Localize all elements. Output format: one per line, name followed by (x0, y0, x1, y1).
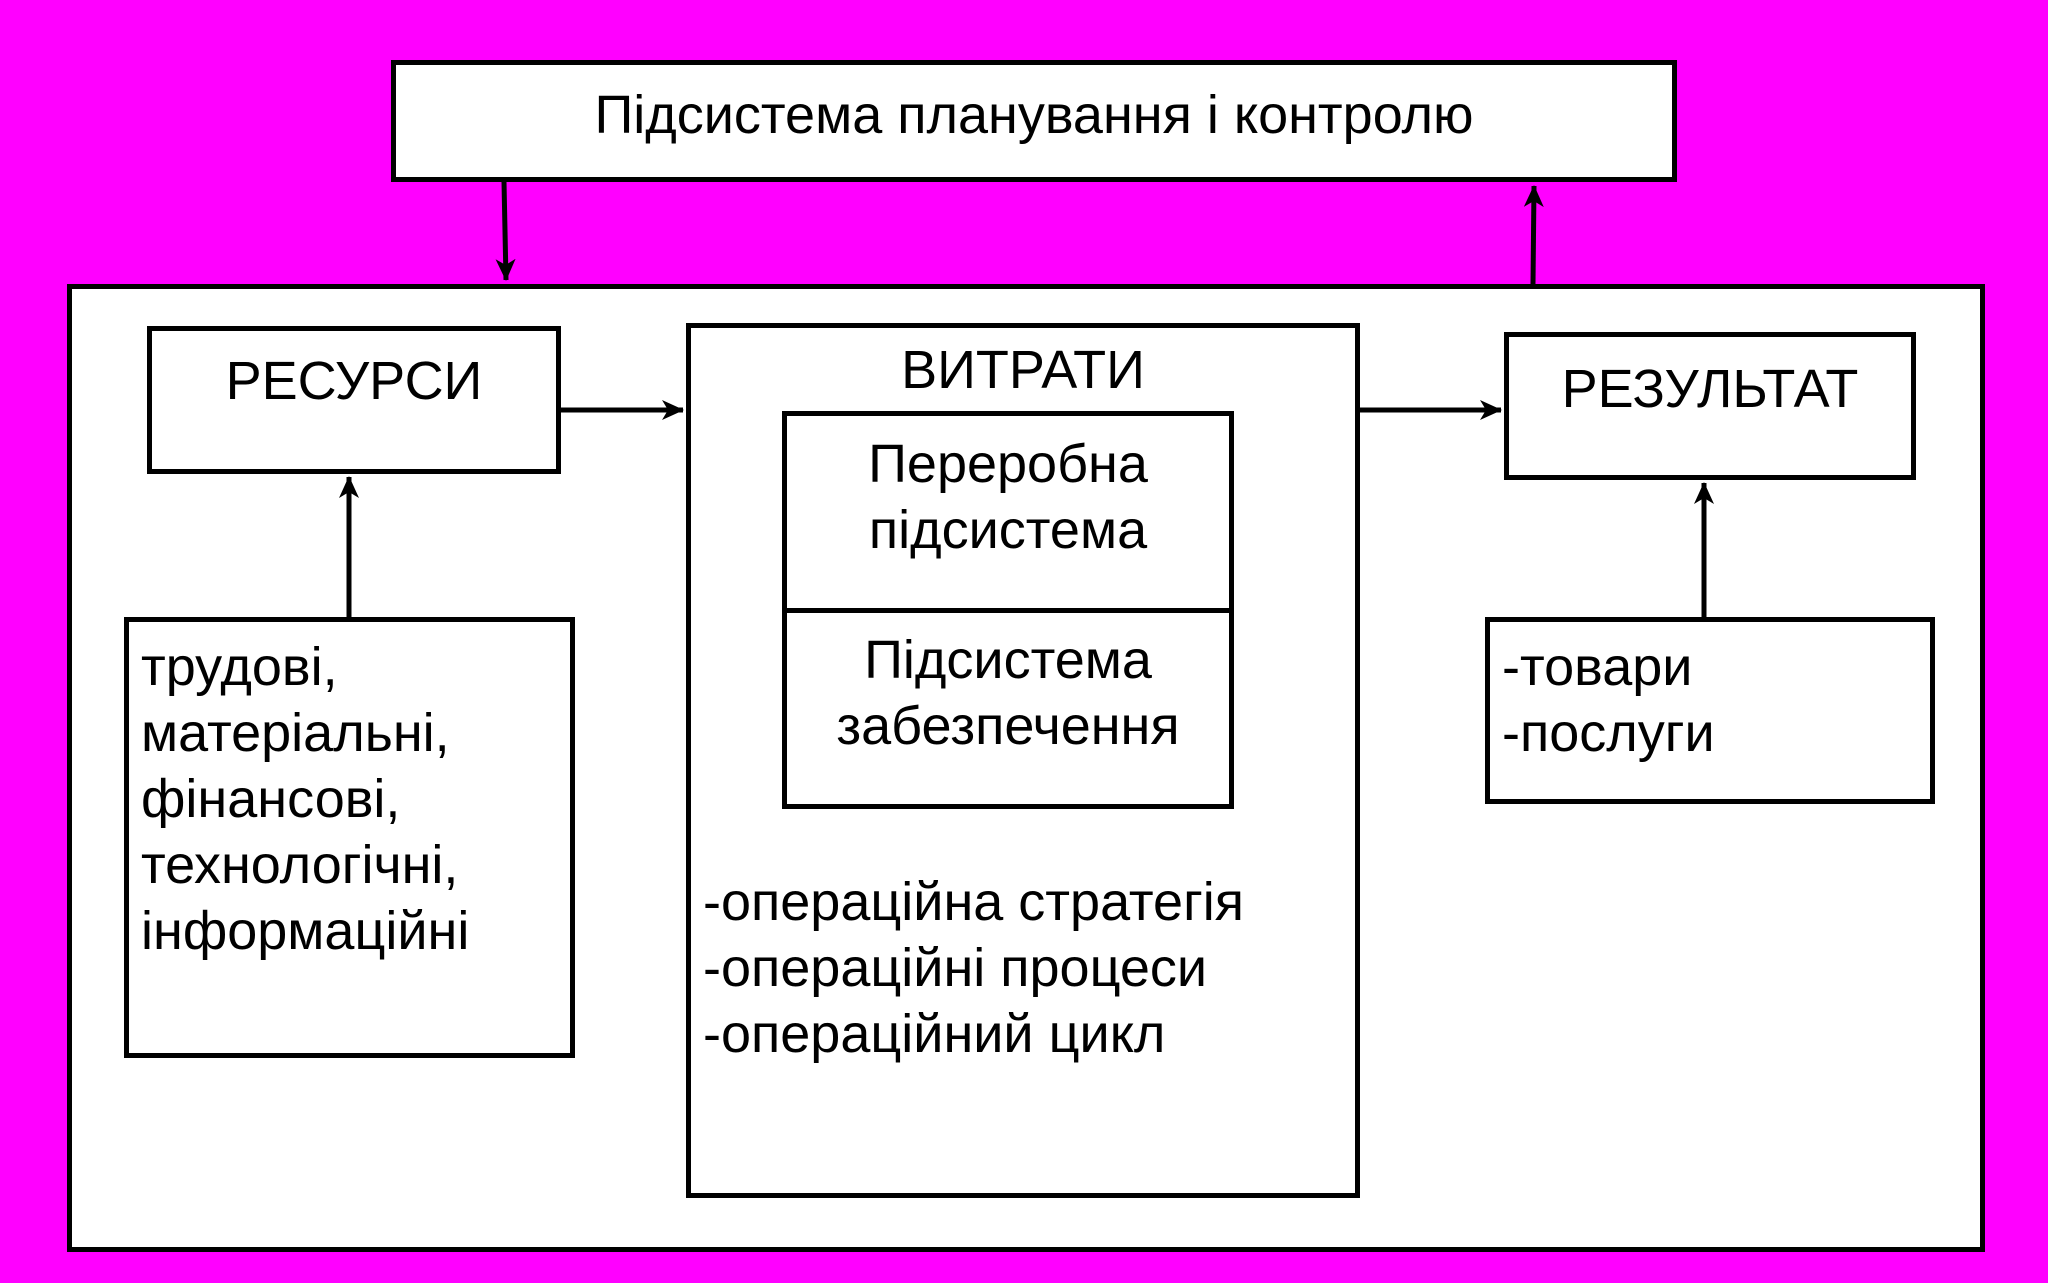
costs-title: ВИТРАТИ (901, 340, 1145, 400)
support-subsystem-line-2: забезпечення (836, 696, 1180, 756)
resource-type: трудові, (141, 637, 338, 697)
resources-title: РЕСУРСИ (225, 351, 483, 411)
subsystems-box: Переробна підсистема Підсистема забезпеч… (782, 411, 1234, 809)
result-items-list: -товари -послуги (1502, 634, 1715, 766)
resource-type: інформаційні (141, 901, 470, 961)
costs-item: -операційні процеси (703, 938, 1208, 998)
resource-type: фінансові, (141, 769, 401, 829)
resources-box: РЕСУРСИ (147, 326, 561, 474)
processing-subsystem-line-2: підсистема (868, 500, 1148, 560)
resource-types-list: трудові, матеріальні, фінансові, техноло… (141, 634, 469, 964)
costs-item: -операційна стратегія (703, 872, 1245, 932)
arrow-system-to-planning (1523, 185, 1544, 285)
support-subsystem-line-1: Підсистема (864, 630, 1152, 690)
result-items-box: -товари -послуги (1485, 617, 1935, 804)
result-item: -послуги (1502, 703, 1715, 763)
planning-control-box: Підсистема планування і контролю (391, 60, 1677, 182)
costs-item: -операційний цикл (703, 1004, 1166, 1064)
result-title: РЕЗУЛЬТАТ (1561, 359, 1859, 419)
resource-types-box: трудові, матеріальні, фінансові, техноло… (124, 617, 575, 1058)
subsystems-divider (787, 608, 1229, 613)
resource-type: технологічні, (141, 835, 459, 895)
processing-subsystem-line-1: Переробна (868, 434, 1148, 494)
result-item: -товари (1502, 637, 1693, 697)
arrow-planning-to-system (495, 181, 516, 281)
resource-type: матеріальні, (141, 703, 450, 763)
costs-items-list: -операційна стратегія -операційні процес… (703, 869, 1244, 1067)
planning-control-title: Підсистема планування і контролю (594, 85, 1474, 145)
result-box: РЕЗУЛЬТАТ (1504, 332, 1916, 480)
